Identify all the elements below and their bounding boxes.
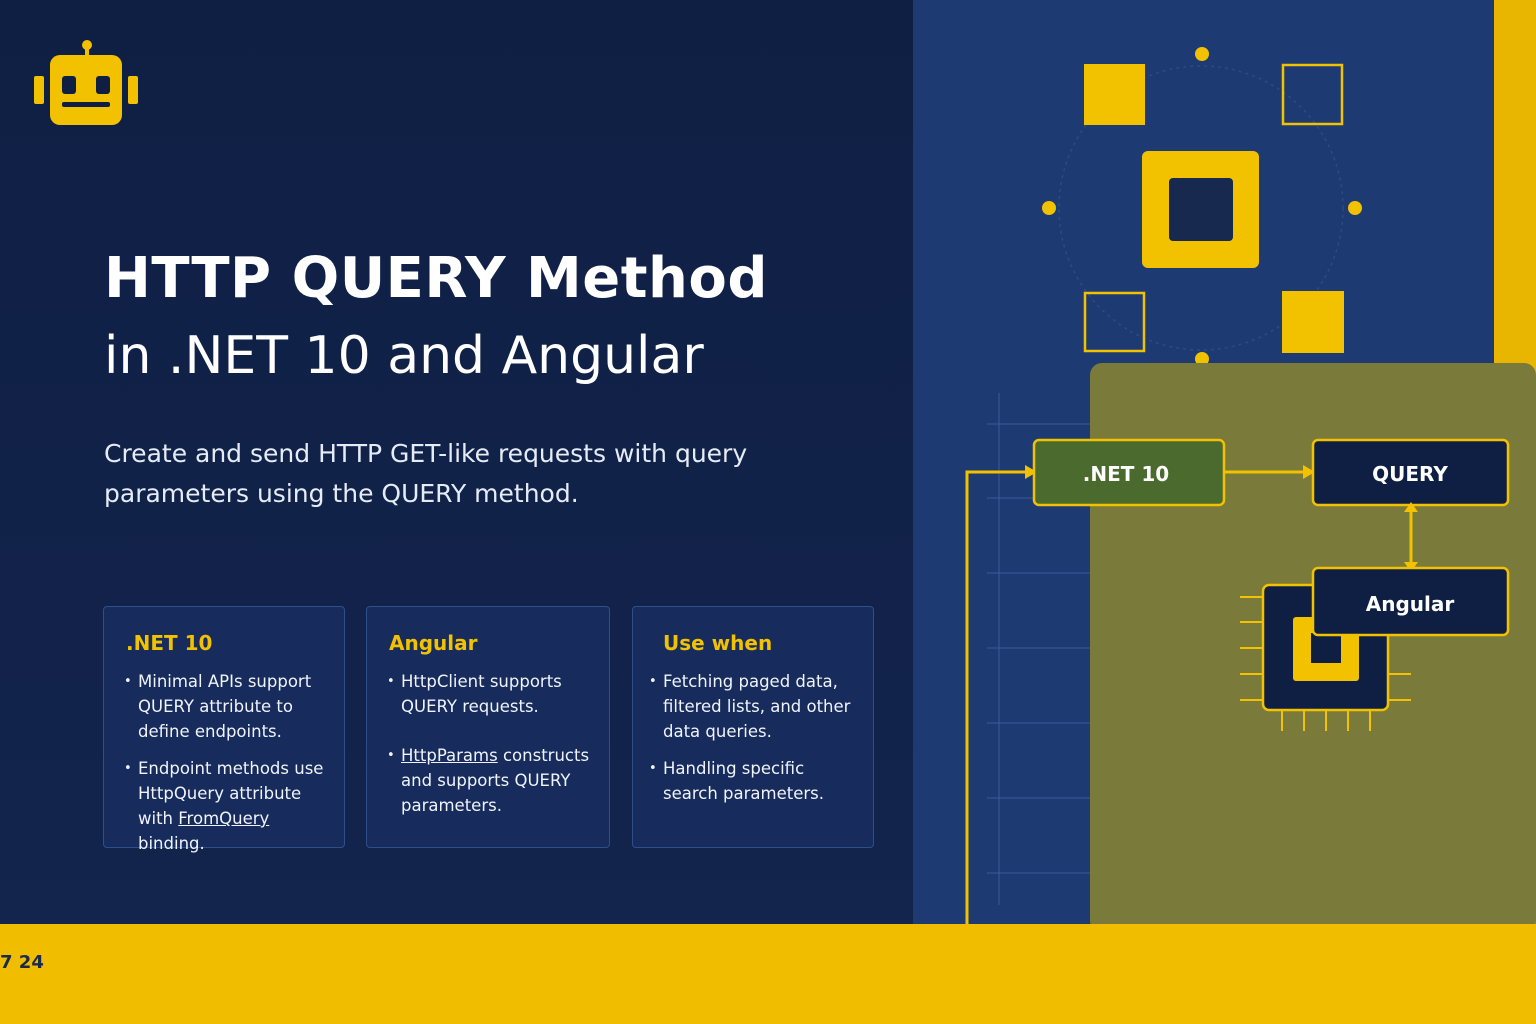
list-item: Minimal APIs support QUERY attribute to … bbox=[124, 669, 330, 744]
httpparams-link: HttpParams bbox=[401, 746, 498, 765]
orbit-dot bbox=[1042, 201, 1056, 215]
orbit-square-outline bbox=[1083, 291, 1146, 353]
arrow-head bbox=[1025, 465, 1037, 479]
node-angular-label: Angular bbox=[1366, 592, 1455, 616]
list-item: HttpClient supports QUERY requests. bbox=[387, 669, 595, 719]
page-number: 7 24 bbox=[0, 952, 44, 973]
node-dotnet-label: .NET 10 bbox=[1083, 462, 1169, 486]
fromquery-link: FromQuery bbox=[178, 809, 270, 828]
card-heading: .NET 10 bbox=[126, 631, 213, 655]
card-heading: Use when bbox=[663, 631, 773, 655]
orbit-square bbox=[1282, 291, 1344, 353]
architecture-diagram: .NET 10 QUERY Angular bbox=[965, 47, 1536, 933]
robot-icon bbox=[34, 40, 138, 125]
card-use-when: Use when Fetching paged data, filtered l… bbox=[632, 606, 874, 848]
page-subtitle: in .NET 10 and Angular bbox=[104, 326, 704, 386]
bottom-bar bbox=[0, 924, 1536, 1024]
list-item: Fetching paged data, filtered lists, and… bbox=[649, 669, 859, 744]
page-title: HTTP QUERY Method bbox=[104, 246, 768, 311]
list-item: Endpoint methods use HttpQuery attribute… bbox=[124, 756, 330, 856]
card-angular: Angular HttpClient supports QUERY reques… bbox=[366, 606, 610, 848]
list-item: HttpParams constructs and supports QUERY… bbox=[387, 743, 595, 818]
card-heading: Angular bbox=[389, 631, 478, 655]
connector-line bbox=[965, 470, 1033, 926]
center-square-inner bbox=[1169, 178, 1233, 241]
orbit-dot bbox=[1195, 352, 1209, 366]
orbit-ring bbox=[1058, 65, 1344, 351]
card-dotnet: .NET 10 Minimal APIs support QUERY attri… bbox=[103, 606, 345, 853]
list-item: Handling specific search parameters. bbox=[649, 756, 859, 806]
orbit-dot bbox=[1195, 47, 1209, 61]
node-angular bbox=[1311, 566, 1510, 637]
node-query-label: QUERY bbox=[1372, 462, 1448, 486]
orbit-square bbox=[1084, 64, 1145, 125]
arrow-head bbox=[1404, 502, 1418, 512]
orbit-square-outline bbox=[1281, 63, 1344, 126]
arrow-head bbox=[1303, 465, 1315, 479]
orbit-dot bbox=[1348, 201, 1362, 215]
page-description: Create and send HTTP GET-like requests w… bbox=[104, 439, 748, 508]
